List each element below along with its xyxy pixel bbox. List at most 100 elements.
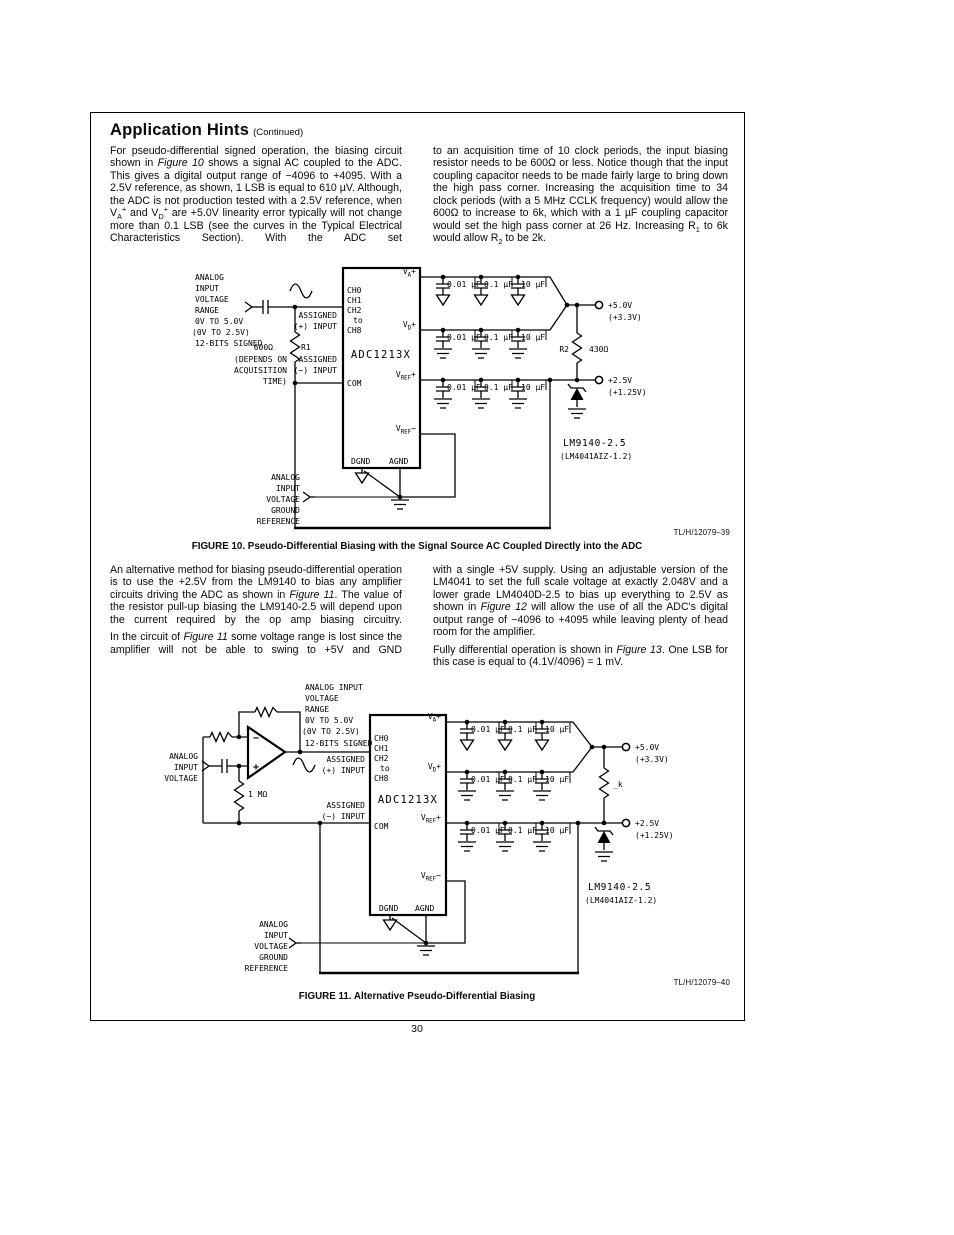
svg-text:VOLTAGE: VOLTAGE: [195, 295, 229, 304]
pin-ch0: CH0: [347, 286, 362, 295]
pullup-value-label: _k: [613, 780, 623, 789]
svg-text:0V TO 5.0V: 0V TO 5.0V: [195, 317, 243, 326]
assigned-minus-label: ASSIGNED: [298, 355, 337, 364]
r2-name-label: R2: [559, 345, 569, 354]
cap-value-label: 0.01 µF: [447, 280, 481, 289]
svg-text:INPUT: INPUT: [264, 931, 288, 940]
supply-2v5-terminal-icon: [594, 375, 604, 385]
ac-signal-icon: [292, 757, 316, 773]
supply-5v-label: +5.0V: [635, 743, 659, 752]
svg-text:INPUT: INPUT: [174, 763, 198, 772]
svg-text:(+3.3V): (+3.3V): [635, 755, 669, 764]
opamp-plus-label: +: [253, 762, 259, 773]
resistor-r2-icon: [571, 332, 583, 364]
supply-rails: [446, 721, 622, 824]
digital-ground-icon: [354, 472, 370, 484]
chip-name-label: ADC1213X: [351, 349, 411, 361]
r2-value-label: 430Ω: [589, 345, 608, 354]
feedback-wire: [238, 711, 301, 752]
pin-agnd: AGND: [389, 457, 408, 466]
pin-ch0: CH0: [374, 734, 389, 743]
reference-part-label: LM9140-2.5: [563, 438, 626, 449]
figure11-schematic: − + ANALOG INPUT VOLTAGE 1 MΩ ANALOG INP…: [164, 683, 674, 975]
svg-text:(+) INPUT: (+) INPUT: [322, 766, 366, 775]
pin-dgnd: DGND: [351, 457, 370, 466]
pin-to: to: [380, 764, 390, 773]
pin-label-vrefp: VREF+: [421, 813, 441, 825]
pin-ch8: CH8: [374, 774, 389, 783]
opamp-minus-label: −: [253, 733, 259, 744]
supply-2v5-terminal-icon: [621, 818, 631, 828]
svg-text:RANGE: RANGE: [195, 306, 219, 315]
input-range-label: ANALOG INPUT: [305, 683, 363, 692]
svg-text:0.1 µF: 0.1 µF: [508, 725, 537, 734]
zener-ground-icon: [567, 408, 587, 419]
supply-5v-label: +5.0V: [608, 301, 632, 310]
com-wire: [203, 822, 370, 973]
input-range-label: ANALOG: [195, 273, 224, 282]
pin-label-vd: VD+: [403, 320, 416, 332]
fig11-tl-ref: TL/H/12079–40: [673, 978, 730, 987]
page-number: 30: [411, 1023, 423, 1035]
svg-text:(+1.25V): (+1.25V): [635, 831, 674, 840]
gnd-ref-terminal-icon: [302, 491, 316, 503]
cap-value-label: 0.01 µF: [471, 725, 505, 734]
pin-label-vrefm: VREF−: [396, 424, 416, 436]
r1-name-label: R1: [301, 343, 311, 352]
svg-text:(−) INPUT: (−) INPUT: [294, 366, 338, 375]
pin-label-vd: VD+: [428, 762, 441, 774]
svg-text:REFERENCE: REFERENCE: [257, 517, 301, 526]
svg-text:VOLTAGE: VOLTAGE: [254, 942, 288, 951]
svg-text:0.1 µF: 0.1 µF: [484, 383, 513, 392]
coupling-capacitor-icon: [257, 300, 343, 314]
input-terminal-icon: [201, 760, 215, 772]
r-1m-label: 1 MΩ: [248, 790, 267, 799]
svg-text:GROUND: GROUND: [271, 506, 300, 515]
mid-left-paragraph-1: An alternative method for biasing pseudo…: [110, 564, 403, 626]
reference-part-label: LM9140-2.5: [588, 882, 651, 893]
pin-label-va: VA+: [428, 712, 441, 724]
svg-text:10 µF: 10 µF: [545, 775, 569, 784]
svg-text:(0V TO 2.5V): (0V TO 2.5V): [302, 727, 360, 736]
fig10-caption: FIGURE 10. Pseudo-Differential Biasing w…: [191, 541, 643, 552]
svg-text:TIME): TIME): [263, 377, 287, 386]
opamp-icon: [246, 724, 287, 781]
pin-dgnd: DGND: [379, 904, 398, 913]
gnd-ref-terminal-icon: [288, 937, 302, 949]
assigned-plus-label: ASSIGNED: [298, 311, 337, 320]
supply-2v5-label: +2.5V: [635, 819, 659, 828]
svg-text:(0V TO 2.5V): (0V TO 2.5V): [192, 328, 250, 337]
svg-text:VOLTAGE: VOLTAGE: [164, 774, 198, 783]
vref-minus-wire: [399, 433, 456, 498]
fig10-tl-ref: TL/H/12079–39: [673, 528, 730, 537]
pin-com: COM: [374, 822, 389, 831]
intro-left-paragraph: For pseudo-differential signed operation…: [110, 145, 402, 245]
pin-to: to: [353, 316, 363, 325]
pin-ch2: CH2: [347, 306, 362, 315]
page-title: Application Hints: [110, 121, 250, 139]
r1-note-label: (DEPENDS ON: [234, 355, 287, 364]
fig11-labels: − + ANALOG INPUT VOLTAGE 1 MΩ ANALOG INP…: [164, 683, 673, 973]
svg-text:(−) INPUT: (−) INPUT: [322, 812, 366, 821]
pullup-resistor-icon: [598, 767, 610, 799]
analog-input-label: ANALOG: [169, 752, 198, 761]
svg-text:0.01 µF: 0.01 µF: [447, 333, 481, 342]
fig10-labels: ANALOG INPUT VOLTAGE RANGE 0V TO 5.0V (0…: [192, 267, 647, 526]
pin-label-vrefp: VREF+: [396, 370, 416, 382]
svg-text:(+1.25V): (+1.25V): [608, 388, 647, 397]
supply-5v-terminal-icon: [594, 300, 604, 310]
gnd-ref-label: ANALOG: [259, 920, 288, 929]
supply-2v5-label: +2.5V: [608, 376, 632, 385]
coupling-capacitor-icon: [214, 759, 248, 773]
mid-left-paragraphs: An alternative method for biasing pseudo…: [110, 564, 402, 661]
com-wire: [294, 382, 343, 528]
svg-text:GROUND: GROUND: [259, 953, 288, 962]
input-resistor-icon: [209, 731, 233, 743]
gnd-ref-label: ANALOG: [271, 473, 300, 482]
zener-diode-icon: [594, 826, 614, 851]
svg-text:10 µF: 10 µF: [521, 383, 545, 392]
resistor-1m-icon: [233, 780, 245, 812]
svg-text:0.1 µF: 0.1 µF: [484, 333, 513, 342]
digital-ground-icon: [382, 919, 398, 931]
